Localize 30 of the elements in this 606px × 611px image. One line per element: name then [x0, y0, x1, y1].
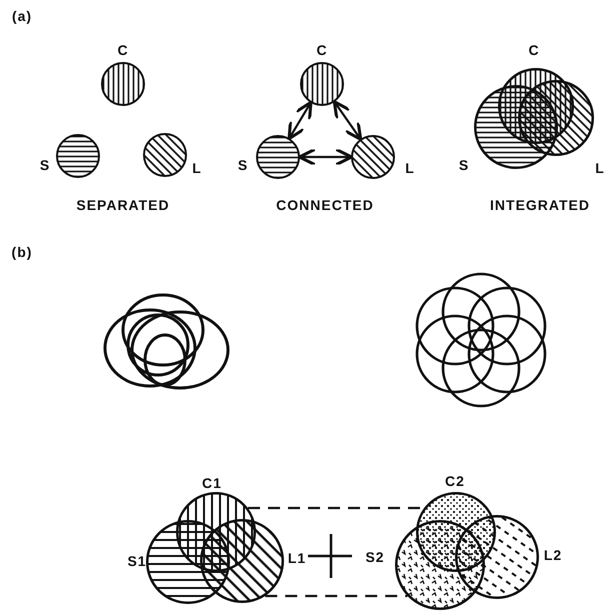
circle-label: C: [316, 42, 328, 58]
panel-label: (a): [12, 8, 32, 24]
double-arrow: [288, 100, 312, 140]
circle-label: C2: [445, 473, 465, 489]
double-arrow: [298, 148, 354, 166]
hatched-circle: [351, 135, 395, 179]
circle-label: S1: [127, 553, 147, 569]
dashed-line: [265, 594, 408, 598]
circle-label: L1: [288, 550, 306, 566]
circle-label: L: [192, 160, 202, 176]
circle-label: S2: [365, 549, 385, 565]
double-arrow: [332, 100, 362, 141]
caption-text: CONNECTED: [276, 197, 374, 213]
circle-label: S: [238, 157, 248, 173]
hatched-circle: [256, 135, 300, 179]
caption-text: SEPARATED: [76, 197, 170, 213]
circle-label: C: [528, 42, 540, 58]
caption-text: INTEGRATED: [490, 197, 590, 213]
hatched-circle: [300, 62, 344, 106]
circle-label: S: [458, 157, 470, 173]
circle-label: L: [405, 160, 415, 176]
circle-label: L: [595, 160, 605, 176]
hatched-circle: [101, 62, 145, 106]
circle-label: L2: [544, 547, 562, 563]
circle-label: S: [40, 157, 50, 173]
panel-label: (b): [12, 244, 32, 260]
circle-label: C1: [202, 475, 222, 491]
hatched-circle: [143, 133, 187, 177]
hatched-circle: [56, 134, 100, 178]
circle-label: C: [117, 42, 129, 58]
